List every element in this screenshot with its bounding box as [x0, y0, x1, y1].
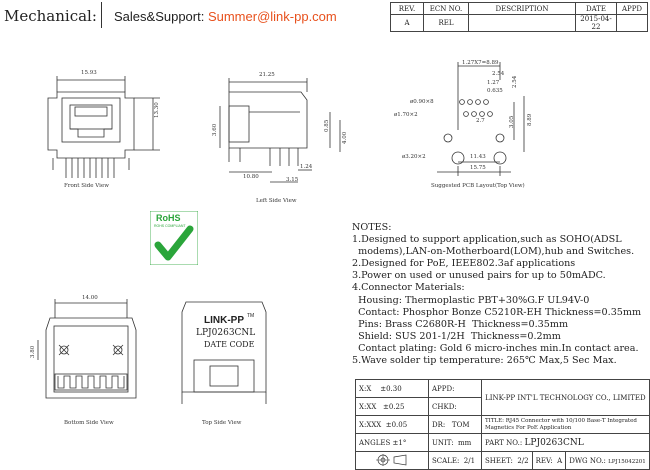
note-line: Contact: Phosphor Bonze C5210R-EH Thickn… — [352, 306, 642, 318]
header-divider — [101, 2, 102, 28]
bottom-height-dim: 3.80 — [30, 345, 36, 358]
part-no-value: LPJ0263CNL — [524, 437, 584, 448]
unit-label: UNIT: mm — [428, 433, 482, 452]
tolerance-1: X:X ±0.30 — [355, 379, 429, 398]
title-block: X:X ±0.30 APPD: LINK-PP INT'L TECHNOLOGY… — [355, 379, 650, 470]
appd-value — [616, 14, 648, 32]
top-view-drawing — [181, 301, 267, 404]
part-number-cell: PART NO.: LPJ0263CNL — [481, 433, 650, 452]
bottom-view-drawing — [37, 299, 137, 399]
pcb-dim-7: 2.7 — [476, 118, 485, 124]
note-line: 1.Designed to support application,such a… — [352, 234, 622, 246]
ecn-value: REL — [423, 14, 469, 32]
sales-email-link[interactable]: Summer@link-pp.com — [207, 9, 337, 24]
chkd-label: CHKD: — [428, 397, 482, 416]
rohs-badge: RoHS ROHS COMPLIANT — [150, 211, 198, 265]
pcb-view-caption: Suggested PCB Layout(Top View) — [431, 183, 525, 189]
rohs-label: RoHS — [156, 213, 181, 223]
sales-label: Sales&Support: — [114, 9, 208, 24]
left-dim-3: 10.80 — [243, 174, 259, 180]
note-line: 3.Power on used or unused pairs for up t… — [352, 270, 606, 282]
pcb-dim-5: ø0.90×8 — [410, 99, 434, 105]
sheet-label: SHEET: 2/2 — [481, 451, 533, 470]
pcb-dim-0: 1.27X7=8.89 — [462, 60, 499, 66]
note-line: modems),LAN-on-Motherboard(LOM),hub and … — [352, 246, 635, 258]
angles-tolerance: ANGLES ±1° — [355, 433, 429, 452]
pcb-dim-12: ø3.20×2 — [402, 154, 426, 160]
note-line: Housing: Thermoplastic PBT+30%G.F UL94V-… — [352, 294, 590, 306]
dwg-no-label: DWG NO.: — [569, 456, 606, 465]
rev-value: A — [390, 14, 424, 32]
left-dim-2: 4.00 — [342, 131, 348, 144]
top-tm: TM — [247, 313, 255, 319]
top-part-number: LPJ0263CNL — [196, 328, 256, 338]
pcb-layout-drawing — [437, 62, 525, 176]
pcb-dim-10: 11.43 — [470, 154, 486, 160]
top-date-code: DATE CODE — [204, 340, 255, 349]
projection-symbol-cell — [355, 451, 429, 470]
pcb-dim-9: 8.89 — [527, 113, 533, 126]
scale-label: SCALE: 2/1 — [428, 451, 482, 470]
top-view-caption: Top Side View — [202, 420, 242, 426]
drawing-title-text: TITLE: RJ45 Connector with 10/100 Base-T… — [481, 415, 650, 434]
bottom-width-dim: 14.00 — [82, 295, 98, 301]
left-view-drawing — [219, 78, 341, 183]
company-name: LINK-PP INT'L TECHNOLOGY CO., LIMITED — [481, 379, 650, 416]
pcb-dim-6: ø1.70×2 — [394, 112, 418, 118]
note-line: Shield: SUS 201-1/2H Thickness=0.2mm — [352, 330, 561, 342]
front-height-dim: 13.30 — [154, 102, 160, 118]
sales-support: Sales&Support: Summer@link-pp.com — [114, 9, 337, 24]
pcb-dim-4: 2.54 — [512, 75, 518, 88]
part-no-label: PART NO.: — [485, 438, 523, 447]
pcb-dim-3: 0.635 — [487, 88, 503, 94]
note-line: Pins: Brass C2680R-H Thickness=0.35mm — [352, 318, 569, 330]
note-line: Contact plating: Gold 6 micro-inches min… — [352, 342, 639, 354]
note-line: 2.Designed for PoE, IEEE802.3af applicat… — [352, 258, 576, 270]
drawn-by: DR: TOM — [428, 415, 482, 434]
pcb-dim-2: 1.27 — [487, 80, 500, 86]
rohs-sub: ROHS COMPLIANT — [154, 224, 186, 228]
front-view-caption: Front Side View — [64, 183, 109, 189]
dwg-number-cell: DWG NO.: LPJ15042201 — [565, 451, 650, 470]
note-line: 5.Wave solder tip temperature: 265℃ Max,… — [352, 355, 617, 367]
rohs-check-icon — [150, 211, 198, 265]
notes-heading: NOTES: — [352, 222, 392, 233]
left-length-dim: 21.25 — [259, 72, 275, 78]
tolerance-3: X:XXX ±0.05 — [355, 415, 429, 434]
notes-block: NOTES:1.Designed to support application,… — [352, 222, 641, 367]
left-dim-1: 0.85 — [324, 119, 330, 132]
left-view-caption: Left Side View — [256, 198, 297, 204]
bottom-view-caption: Bottom Side View — [64, 420, 114, 426]
front-width-dim: 15.93 — [81, 70, 97, 76]
note-line: 4.Connector Materials: — [352, 282, 465, 294]
left-dim-4: 3.15 — [286, 177, 299, 183]
left-dim-0: 3.60 — [212, 123, 218, 136]
pcb-dim-11: 15.75 — [470, 165, 486, 171]
pcb-dim-1: 2.54 — [492, 71, 505, 77]
tolerance-2: X:XX ±0.25 — [355, 397, 429, 416]
top-brand: LINK-PP — [204, 315, 244, 326]
pcb-dim-8: 3.05 — [509, 115, 515, 128]
appd-label: APPD: — [428, 379, 482, 398]
drawing-title: Mechanical: — [4, 7, 97, 25]
rev-label: REV: A — [531, 451, 567, 470]
front-view-drawing — [47, 76, 160, 178]
revision-row: A REL 2015-04-22 — [390, 14, 648, 32]
revision-table: REV. ECN NO. DESCRIPTION DATE APPD A REL… — [390, 2, 648, 32]
dwg-no-value: LPJ15042201 — [608, 458, 646, 465]
left-dim-5: 1.24 — [300, 164, 313, 170]
